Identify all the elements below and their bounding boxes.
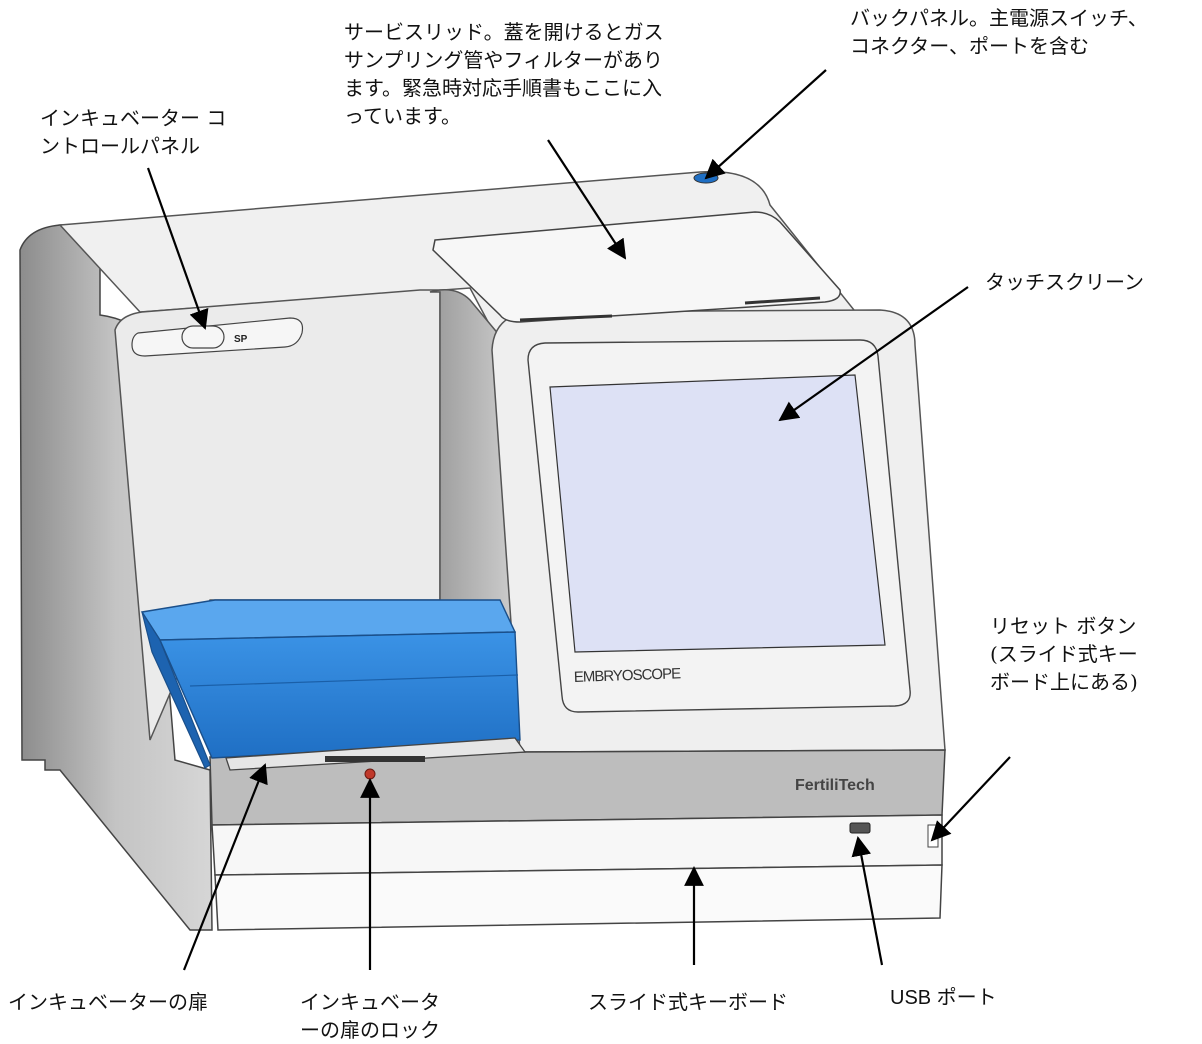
label-control-panel: インキュベーター コ ントロールパネル xyxy=(40,106,227,158)
arrow-incubator-door xyxy=(182,763,268,971)
label-reset-button: リセット ボタン (スライド式キー ボード上にある) xyxy=(990,614,1138,694)
label-door-lock: インキュベータ ーの扉のロック xyxy=(300,990,440,1042)
door-lock[interactable] xyxy=(364,768,376,780)
label-incubator-door: インキュベーターの扉 xyxy=(8,990,208,1014)
callout-arrows xyxy=(146,69,1011,971)
door-handle[interactable] xyxy=(225,737,527,771)
lid-handle-left xyxy=(519,314,613,322)
embryoscope-device: SP EMBRYOSCOPE FertiliTech xyxy=(19,170,946,931)
label-touch-screen: タッチスクリーン xyxy=(985,270,1144,294)
arrow-touch-screen xyxy=(778,286,969,422)
label-usb-port: USB ポート xyxy=(890,987,997,1009)
arrow-usb-port xyxy=(851,836,884,966)
label-back-panel: バックパネル。主電源スイッチ、 コネクター、ポートを含む xyxy=(850,6,1148,58)
incubator-door[interactable] xyxy=(140,599,521,769)
embryoscope-brand: EMBRYOSCOPE xyxy=(574,665,682,686)
arrow-service-lid xyxy=(547,139,627,260)
incubator-control-panel: SP xyxy=(131,317,304,357)
service-lid xyxy=(432,211,841,323)
door-lock-slot xyxy=(325,756,425,762)
control-panel-badge: SP xyxy=(234,334,248,345)
lid-handle-right xyxy=(744,296,821,305)
arrow-control-panel xyxy=(146,167,209,330)
label-service-lid: サービスリッド。蓋を開けるとガス サンプリング管やフィルターがあり ます。緊急時… xyxy=(344,20,664,128)
usb-port[interactable] xyxy=(849,822,871,834)
left-side-panel xyxy=(19,224,213,931)
touch-screen[interactable] xyxy=(549,374,886,653)
label-keyboard: スライド式キーボード xyxy=(588,990,788,1014)
fertilitech-logo: FertiliTech xyxy=(795,777,875,794)
keyboard-tray xyxy=(214,864,943,931)
arrow-reset-button xyxy=(930,756,1011,842)
arrow-back-panel xyxy=(704,69,827,180)
